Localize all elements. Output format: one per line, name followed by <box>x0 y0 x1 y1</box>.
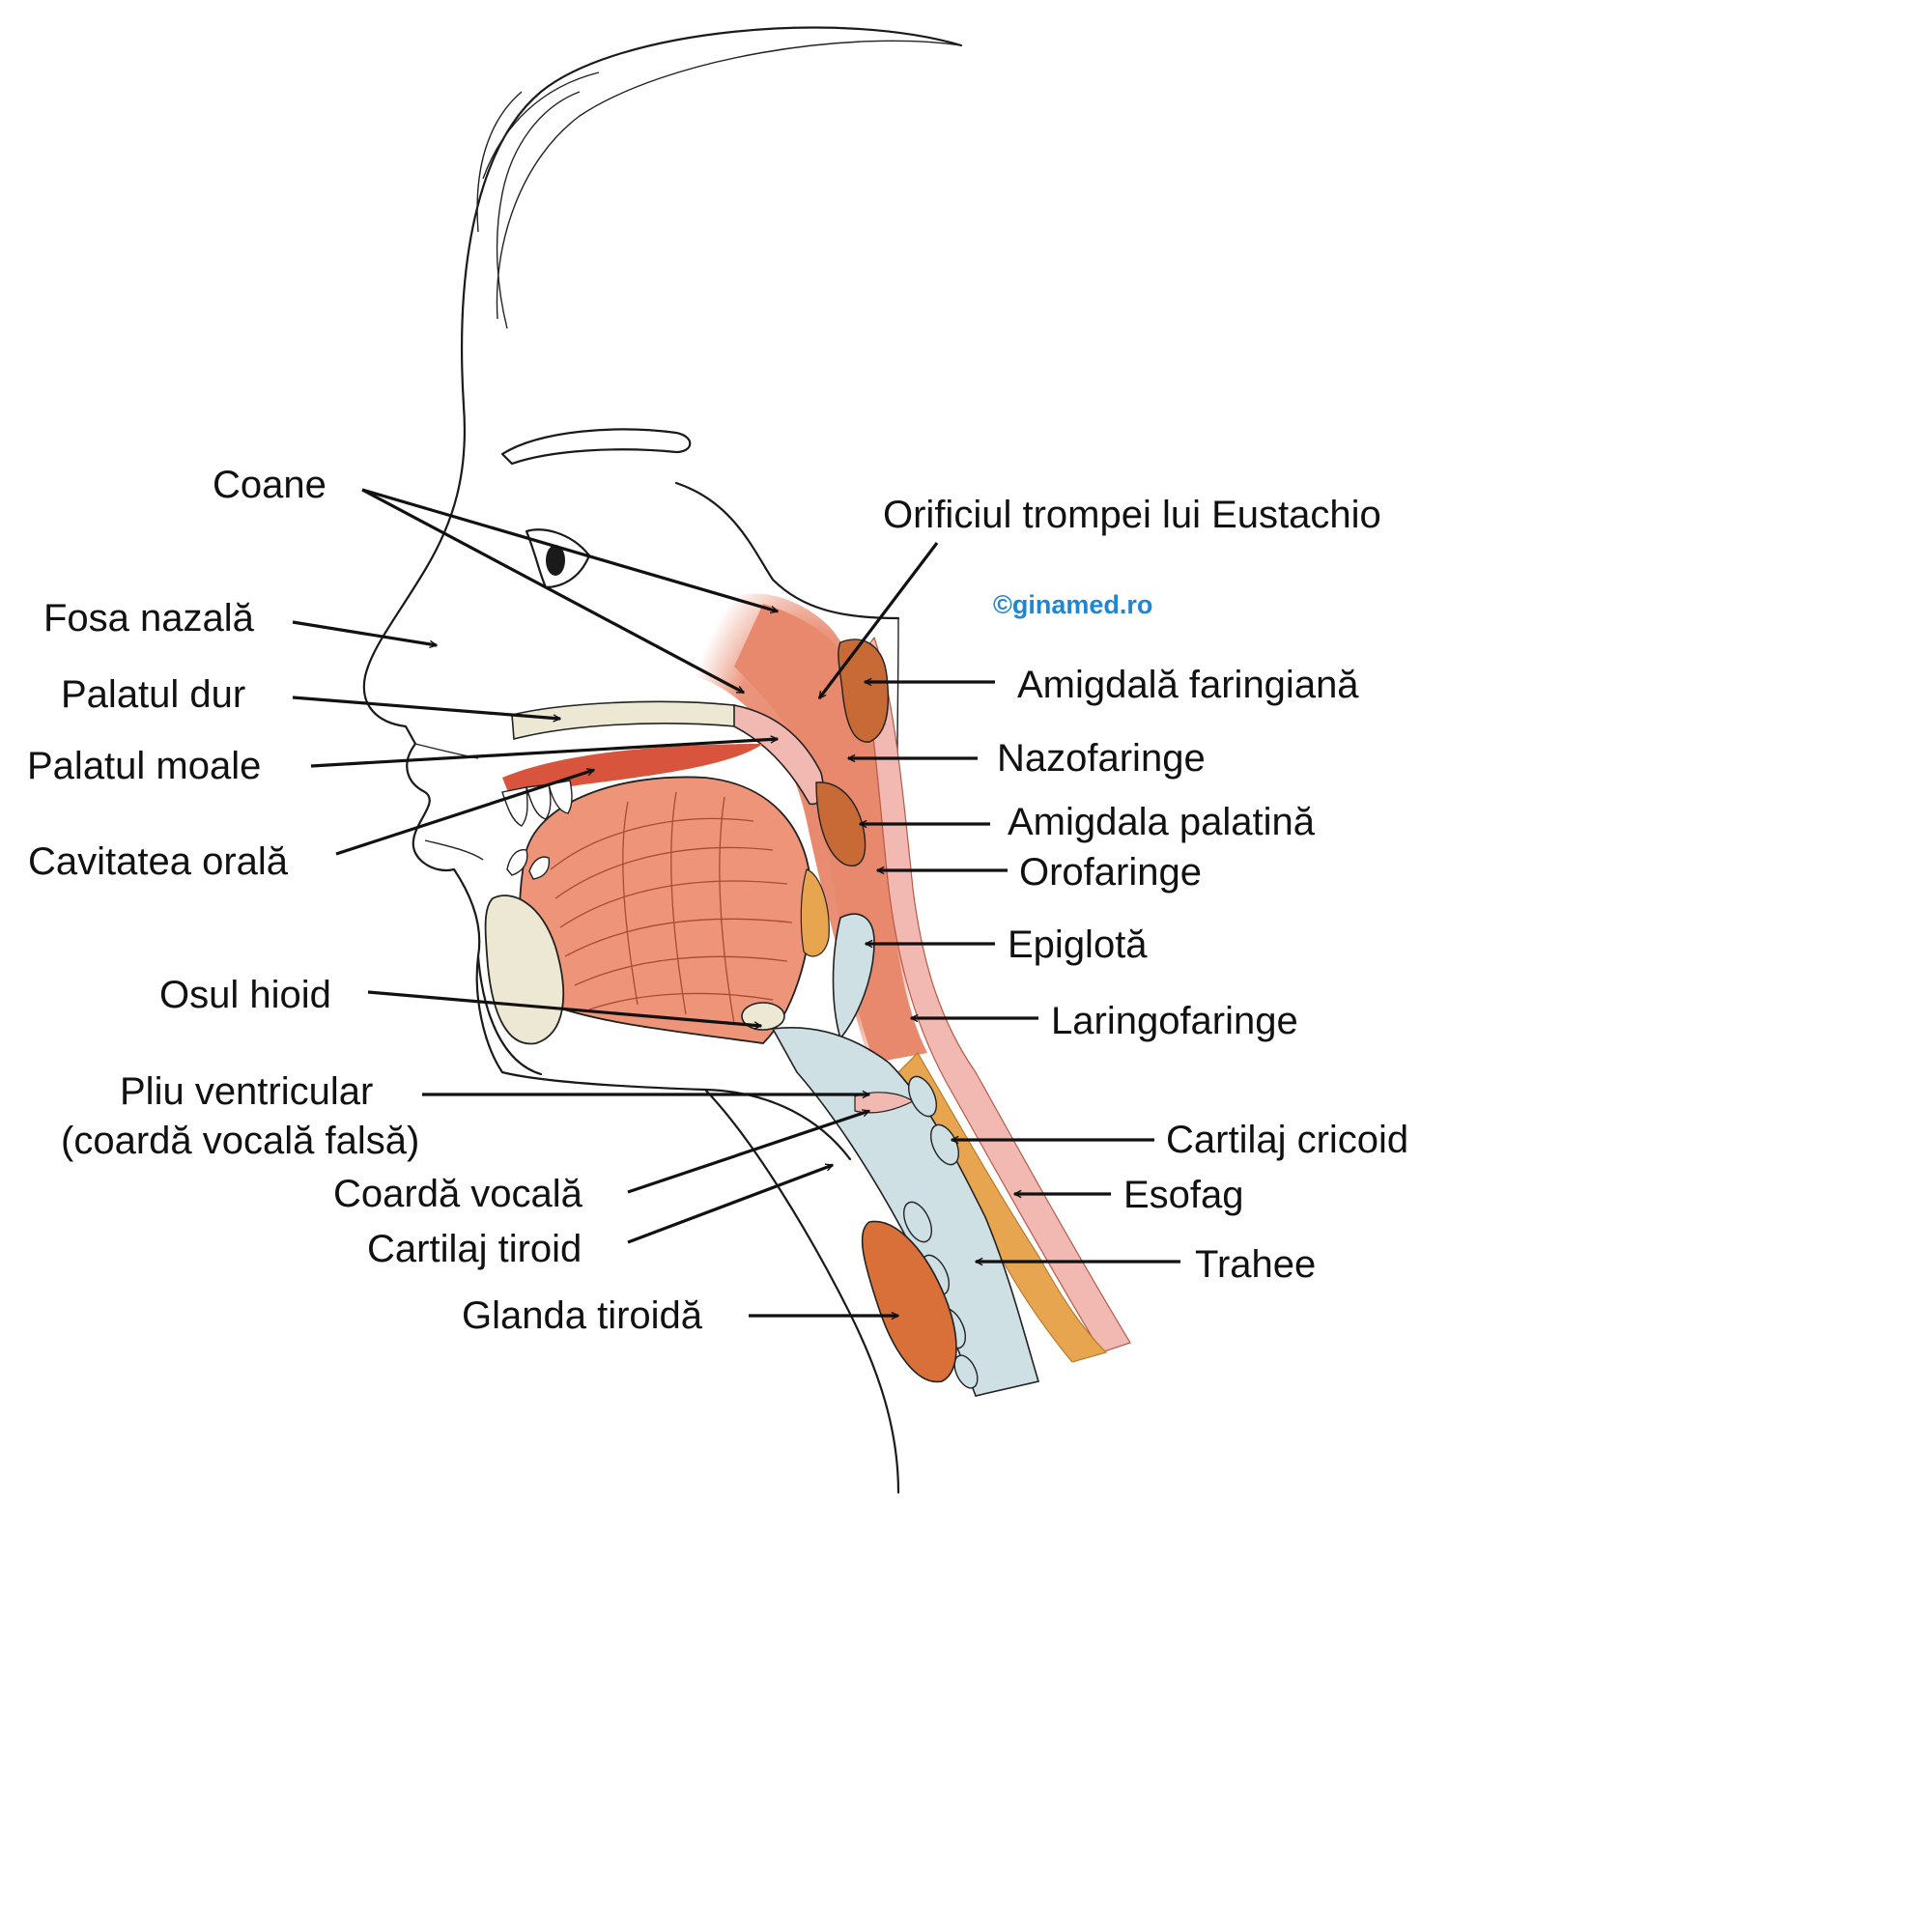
leader-palatul-moale <box>310 739 778 768</box>
back-of-head <box>674 481 900 620</box>
leader-cartilaj-tiroid <box>627 1165 833 1244</box>
leader-coarda-vocala <box>627 1111 869 1194</box>
face-profile <box>362 26 963 1161</box>
leader-osul-hioid <box>367 990 761 1026</box>
labels: Coane Fosa nazală Palatul dur Palatul mo… <box>27 464 1408 1337</box>
label-palatul-dur: Palatul dur <box>61 673 245 716</box>
hard-palate <box>511 700 737 741</box>
label-laringofaringe: Laringofaringe <box>1051 1000 1298 1042</box>
label-nazofaringe: Nazofaringe <box>997 737 1206 780</box>
pharyngeal-tonsil <box>838 639 890 743</box>
anatomy-diagram: Coane Fosa nazală Palatul dur Palatul mo… <box>27 26 1408 1494</box>
lower-lip <box>424 839 484 861</box>
label-amigdala-palatina: Amigdala palatină <box>1008 801 1316 843</box>
label-epiglota: Epiglotă <box>1008 923 1148 966</box>
brand-watermark: ©ginamed.ro <box>993 590 1152 619</box>
hair-strand <box>476 91 523 233</box>
lingual-tonsil <box>800 868 830 957</box>
hair-strand <box>482 71 600 180</box>
anatomy-fill <box>484 593 1131 1397</box>
label-osul-hioid: Osul hioid <box>159 974 331 1016</box>
leader-cavitatea-orala <box>335 770 594 856</box>
label-cartilaj-cricoid: Cartilaj cricoid <box>1166 1119 1408 1161</box>
eye-pupil <box>546 545 565 576</box>
epiglottis <box>832 913 875 1040</box>
leader-fosa-nazala <box>292 620 437 645</box>
label-fosa-nazala: Fosa nazală <box>43 597 255 639</box>
teeth <box>501 780 573 880</box>
label-amigdala-faringiana: Amigdală faringiană <box>1017 664 1359 706</box>
label-orofaringe: Orofaringe <box>1019 851 1202 894</box>
eyebrow <box>500 428 692 466</box>
label-palatul-moale: Palatul moale <box>27 745 261 787</box>
jaw-line <box>476 954 543 1076</box>
label-coarda-vocala-falsa: (coardă vocală falsă) <box>61 1120 419 1162</box>
label-trahee: Trahee <box>1195 1243 1316 1286</box>
hair-strand <box>496 91 581 329</box>
eye <box>525 528 591 589</box>
label-cartilaj-tiroid: Cartilaj tiroid <box>367 1228 582 1270</box>
leader-coane-2 <box>361 488 744 695</box>
palatine-tonsil <box>815 781 867 867</box>
leader-palatul-dur <box>292 696 560 719</box>
label-pliu-ventricular: Pliu ventricular <box>120 1070 373 1113</box>
hyoid-bone <box>741 1002 785 1031</box>
label-glanda-tiroida: Glanda tiroidă <box>462 1294 703 1337</box>
label-orificiul-trompei: Orificiul trompei lui Eustachio <box>883 494 1381 536</box>
oral-cavity <box>502 744 763 802</box>
thyroid-gland <box>861 1220 957 1383</box>
leader-coane-1 <box>361 488 778 611</box>
label-coane: Coane <box>213 464 327 506</box>
tongue-fibres <box>550 791 793 1025</box>
label-coarda-vocala: Coardă vocală <box>333 1173 583 1215</box>
neck-front <box>703 1088 900 1494</box>
label-esofag: Esofag <box>1123 1174 1244 1216</box>
leader-lines <box>292 488 1180 1316</box>
label-cavitatea-orala: Cavitatea orală <box>28 840 289 883</box>
leader-orificiul-trompei <box>817 542 939 698</box>
hair-strand <box>496 40 962 320</box>
